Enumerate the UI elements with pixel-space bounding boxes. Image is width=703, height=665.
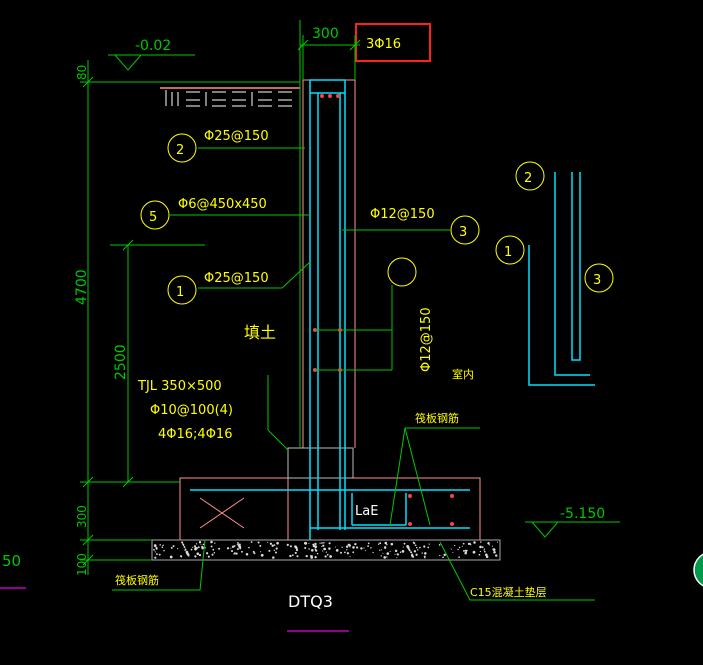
cushion-layer bbox=[151, 539, 501, 561]
elevation-bottom: -5.150 bbox=[560, 506, 605, 522]
dim-raft: 300 bbox=[75, 505, 89, 528]
callout-bar3: Φ12@150 bbox=[370, 207, 435, 222]
callout-bar1: Φ25@150 bbox=[204, 271, 269, 286]
beam-line2: Φ10@100(4) bbox=[150, 403, 233, 418]
dim-height-lower: 2500 bbox=[113, 344, 129, 380]
circle-markers bbox=[140, 133, 614, 305]
circle-2-right: 2 bbox=[524, 171, 532, 186]
dim-wall-width: 300 bbox=[312, 26, 339, 42]
beam-line1: TJL 350×500 bbox=[137, 379, 222, 394]
rebar-schematic bbox=[528, 172, 595, 386]
circle-3: 3 bbox=[459, 225, 467, 240]
circle-5: 5 bbox=[149, 210, 157, 225]
dim-top: 80 bbox=[75, 65, 89, 80]
leader-lines bbox=[112, 147, 595, 601]
circle-3-right: 3 bbox=[593, 273, 601, 288]
label-lae: LaE bbox=[355, 504, 378, 519]
dim-left-partial: 50 bbox=[2, 552, 21, 570]
circle-1: 1 bbox=[176, 285, 184, 300]
callout-bar5: Φ6@450x450 bbox=[178, 197, 267, 212]
callout-top-bar: 3Φ16 bbox=[366, 37, 401, 52]
dimension-lines bbox=[80, 20, 620, 575]
label-raft-rebar-left: 筏板钢筋 bbox=[115, 573, 159, 587]
label-raft-rebar-right: 筏板钢筋 bbox=[415, 411, 459, 425]
ground-hatch bbox=[160, 87, 300, 107]
label-cushion: C15混凝土垫层 bbox=[470, 585, 547, 599]
wall-core bbox=[287, 447, 354, 479]
rebar-dots bbox=[313, 94, 454, 526]
raft-x-mark bbox=[199, 497, 245, 529]
partial-green-circle bbox=[693, 553, 703, 587]
callout-vertical: Φ12@150 bbox=[419, 307, 434, 372]
label-fill: 填土 bbox=[244, 323, 276, 342]
concrete-outline bbox=[179, 79, 481, 541]
label-indoor: 室内 bbox=[452, 367, 474, 381]
drawing-title: DTQ3 bbox=[288, 592, 333, 611]
dim-cushion: 100 bbox=[75, 553, 89, 576]
callout-bar2: Φ25@150 bbox=[204, 129, 269, 144]
beam-line3: 4Φ16;4Φ16 bbox=[158, 427, 232, 442]
dim-height-total: 4700 bbox=[74, 269, 90, 305]
circle-1-right: 1 bbox=[504, 245, 512, 260]
circle-2-top: 2 bbox=[176, 143, 184, 158]
highlight-box bbox=[355, 23, 431, 62]
elevation-top: -0.02 bbox=[135, 38, 171, 54]
wall-rebars bbox=[190, 79, 470, 540]
